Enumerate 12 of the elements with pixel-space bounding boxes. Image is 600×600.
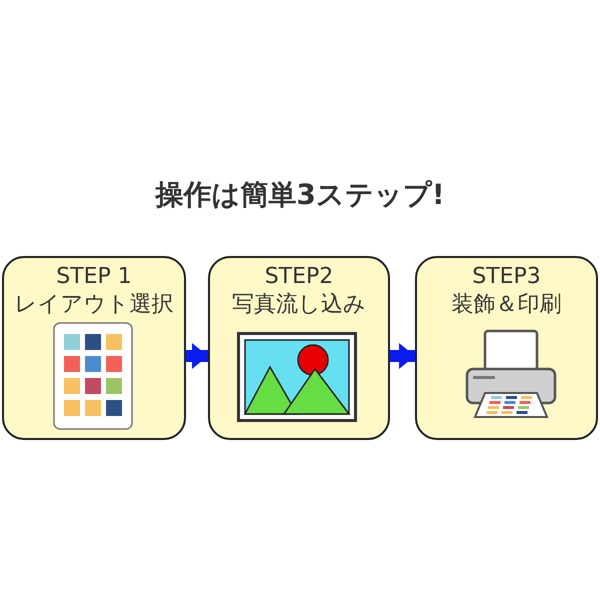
step-label: レイアウト選択 [14,292,174,318]
step-box [415,256,598,440]
step-number: STEP3 [471,264,542,290]
step-label: 装飾＆印刷 [450,292,562,318]
step-number: STEP 1 [55,264,133,290]
arrow [390,343,415,369]
title: 操作は簡単3ステップ! [154,177,446,213]
step-number: STEP2 [264,264,334,290]
step-box [208,256,390,440]
arrow [186,343,208,369]
step-box [2,256,186,440]
step-label: 写真流し込み [231,292,367,318]
